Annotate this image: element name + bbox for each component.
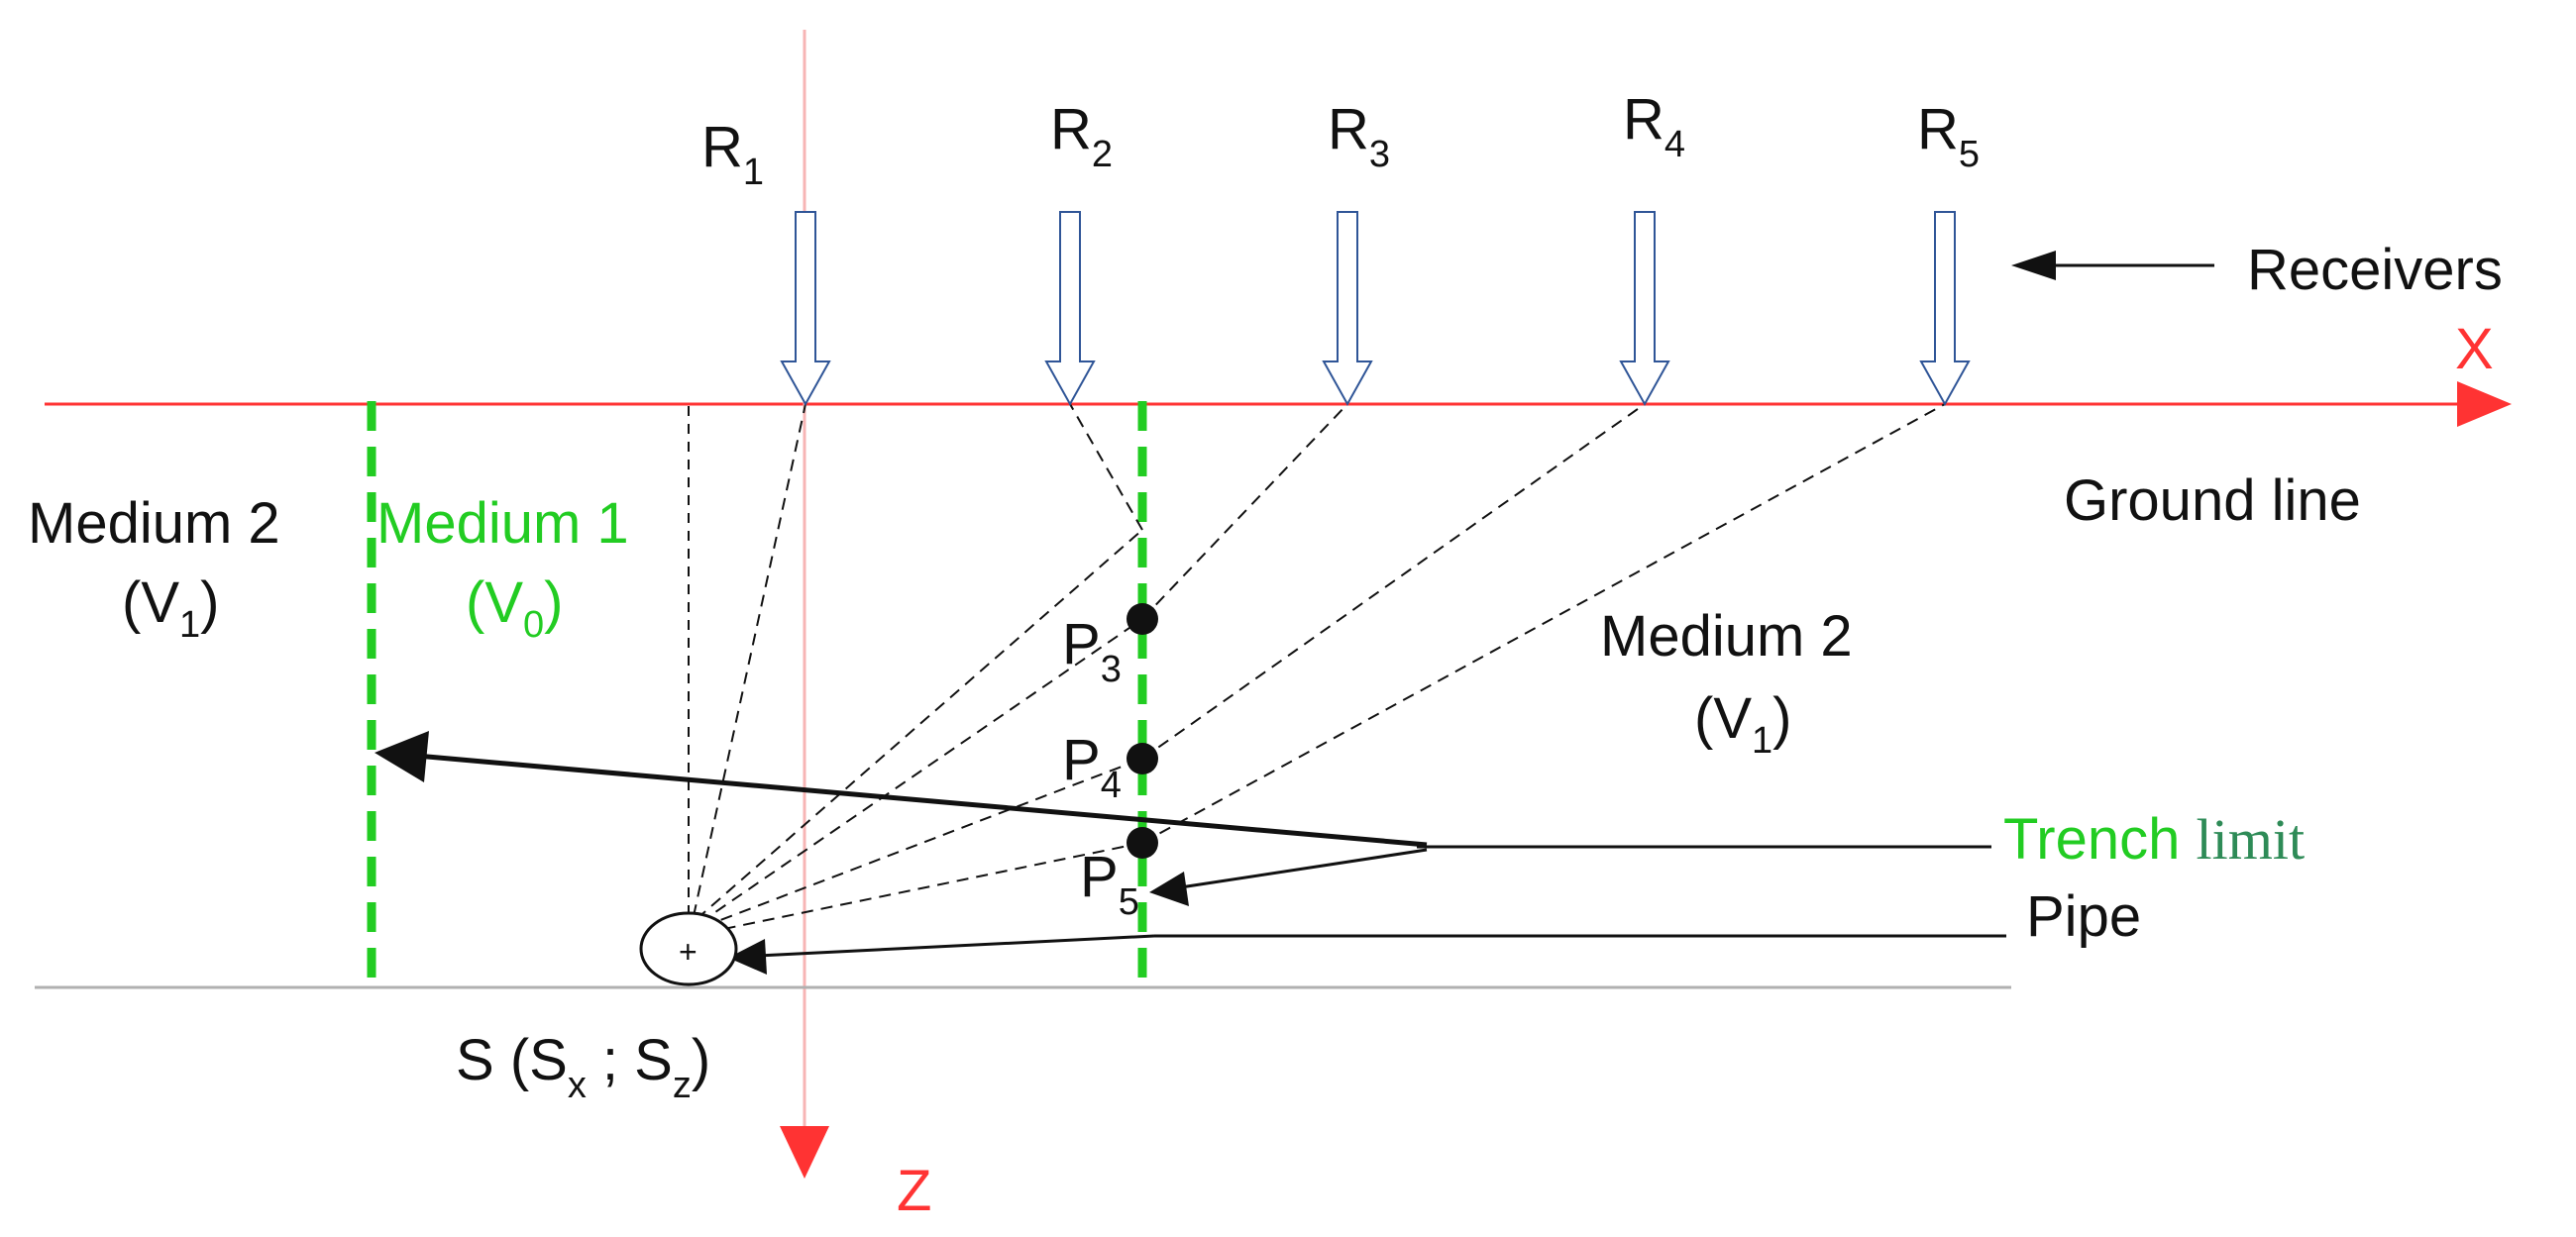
receiver-arrows [780,211,1971,407]
receiver-label-r2: R2 [1050,97,1113,175]
trench-limit-pointer-right [1173,848,1428,890]
point-p5-marker [1127,827,1158,859]
medium2-right-velocity: (V1) [1694,686,1791,762]
receiver-label-r1: R1 [701,115,764,193]
medium2-right-name: Medium 2 [1600,604,1853,669]
pipe-source-ellipse [639,911,738,986]
pipe-pointer-head [728,939,767,975]
ray-path-p5-lower [703,842,1143,934]
receiver-arrow-r1 [780,211,831,407]
ray-path-r3-upper [1141,403,1348,620]
ray-path-r4-upper [1141,403,1646,760]
x-axis-arrowhead [2457,381,2512,427]
receivers-pointer-arrowhead [2011,251,2056,280]
ray-paths [693,403,1946,934]
receiver-arrow-r5 [1919,211,1971,407]
ray-path-p3-lower [698,618,1143,924]
trench-limit-pointer-left [415,753,1428,848]
trench-limit-label: Trench limit [2003,807,2305,872]
point-p5-label: P5 [1080,845,1139,923]
trench-limit-pointer-right-head [1149,872,1189,906]
x-axis-label: X [2455,317,2494,381]
medium2-left-name: Medium 2 [28,491,280,556]
point-p4-label: P4 [1062,728,1122,806]
point-p3-label: P3 [1062,612,1122,690]
ray-path-r5-upper [1141,403,1946,844]
receiver-label-r3: R3 [1328,97,1390,175]
receiver-arrow-r2 [1044,211,1096,407]
receivers-label: Receivers [2247,238,2503,302]
receiver-label-r5: R5 [1917,97,1980,175]
receiver-arrow-r4 [1619,211,1670,407]
point-p4-marker [1127,743,1158,774]
ground-line-label: Ground line [2064,468,2361,533]
point-p3-marker [1127,603,1158,635]
ray-path-r1 [693,403,806,917]
z-axis-arrowhead [780,1126,829,1179]
receiver-arrow-r3 [1322,211,1373,407]
medium1-velocity: (V0) [466,570,563,646]
receiver-label-r4: R4 [1623,87,1685,165]
source-label: S (Sx ; Sz) [456,1028,710,1106]
ray-path-r2-upper [1069,403,1143,531]
ray-path-r2-lower [696,529,1143,920]
medium1-name: Medium 1 [376,491,629,556]
pipe-pointer [757,934,1155,958]
z-axis-label: Z [897,1159,931,1223]
source-marker: + [679,934,698,970]
medium2-left-velocity: (V1) [122,570,219,646]
trench-limit-pointer-left-head [375,731,429,782]
pipe-label: Pipe [2026,884,2141,949]
